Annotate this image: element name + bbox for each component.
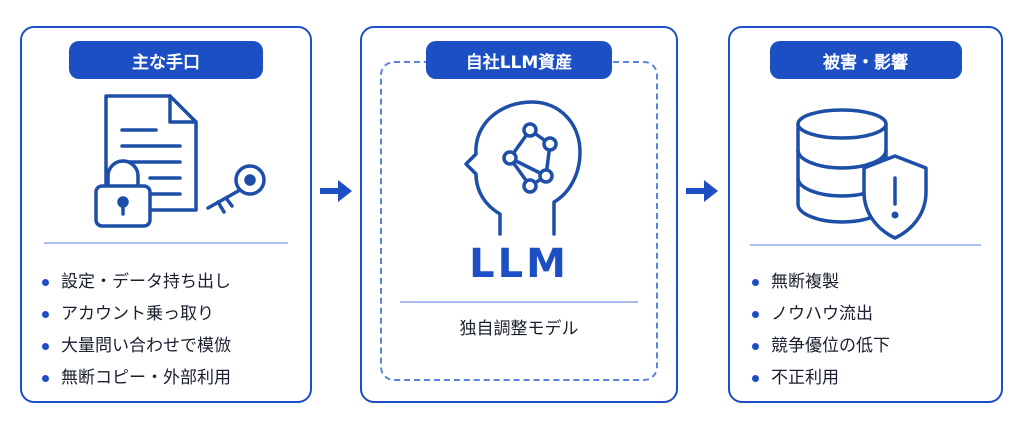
list-item: ノウハウ流出 — [752, 298, 890, 330]
llm-divider — [400, 301, 638, 303]
warning-shield-icon — [862, 154, 928, 240]
bullet-dot — [752, 310, 759, 318]
bullet-dot — [752, 342, 759, 350]
list-item: 設定・データ持ち出し — [42, 266, 231, 298]
damage-list: 無断複製 ノウハウ流出 競争優位の低下 不正利用 — [752, 266, 890, 394]
head-network-icon — [464, 100, 582, 236]
list-item: 無断複製 — [752, 266, 890, 298]
bullet-dot — [42, 278, 49, 286]
bullet-dot — [752, 374, 759, 382]
methods-panel: 主な手口 設定・データ持ち出し アカウント乗っ取り 大量問い合わ — [20, 26, 312, 403]
damage-panel: 被害・影響 無断複製 ノウハウ流出 競争優位の低下 不正利用 — [728, 26, 1003, 403]
methods-divider — [44, 242, 288, 244]
list-item: 大量問い合わせで模倣 — [42, 330, 231, 362]
bullet-dot — [752, 278, 759, 286]
damage-title: 被害・影響 — [769, 41, 962, 79]
llm-subtitle: 独自調整モデル — [459, 319, 579, 339]
llm-asset-title: 自社LLM資産 — [426, 41, 612, 79]
bullet-dot — [42, 374, 49, 382]
methods-title: 主な手口 — [69, 41, 263, 79]
bullet-dot — [42, 310, 49, 318]
bullet-dot — [42, 342, 49, 350]
list-item: 無断コピー・外部利用 — [42, 362, 231, 394]
arrow-right-icon — [320, 180, 352, 202]
damage-divider — [750, 244, 981, 246]
llm-label: LLM — [469, 241, 569, 287]
padlock-icon — [94, 159, 152, 228]
key-icon — [206, 164, 266, 214]
arrow-right-icon — [686, 180, 718, 202]
list-item: 不正利用 — [752, 362, 890, 394]
list-item: アカウント乗っ取り — [42, 298, 231, 330]
methods-list: 設定・データ持ち出し アカウント乗っ取り 大量問い合わせで模倣 無断コピー・外部… — [42, 266, 231, 394]
list-item: 競争優位の低下 — [752, 330, 890, 362]
llm-asset-panel: 自社LLM資産 LLM 独自調整モデル — [360, 26, 678, 403]
